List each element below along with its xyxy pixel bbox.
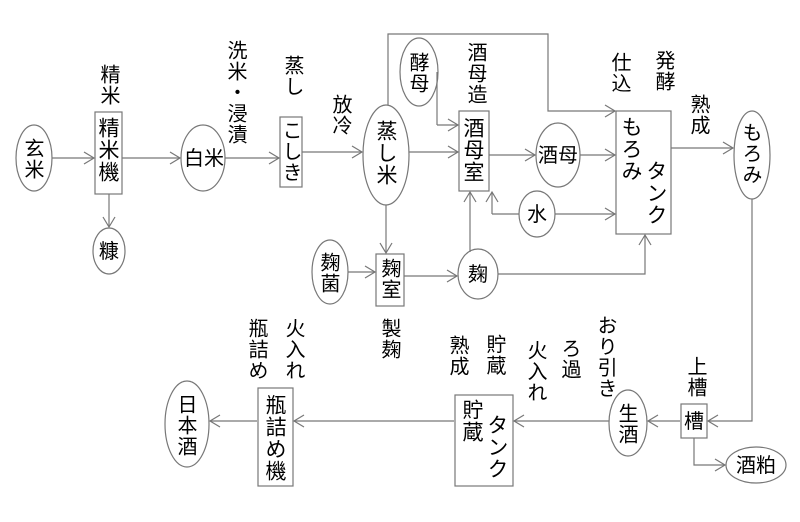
node-nihonshu: 日本酒 bbox=[174, 394, 198, 457]
node-mushimai: 蒸し米 bbox=[374, 120, 398, 186]
node-genmai: 玄米 bbox=[21, 138, 45, 180]
koubo-ellipse bbox=[399, 37, 439, 107]
node-seimaiki: 精米機 bbox=[96, 117, 120, 183]
label-roka: ろ過 bbox=[558, 338, 582, 380]
label-binzume: 瓶詰め bbox=[245, 318, 269, 381]
node-moromi: もろみ bbox=[739, 122, 763, 185]
node-sakekasu: 酒粕 bbox=[736, 453, 776, 477]
moromi-tank-box bbox=[615, 110, 672, 235]
node-shubo: 酒母 bbox=[538, 143, 578, 167]
label-seigiku: 製麹 bbox=[378, 318, 402, 360]
node-koujikin: 麹菌 bbox=[317, 252, 341, 294]
label-hiire-1: 火入れ bbox=[524, 340, 548, 403]
label-jukusei: 熟成 bbox=[687, 94, 711, 136]
node-namazake: 生酒 bbox=[615, 403, 639, 445]
koujishitsu-box bbox=[375, 253, 405, 307]
shuboshitsu-box bbox=[458, 110, 490, 192]
node-hakumai: 白米 bbox=[184, 146, 224, 170]
node-koshiki: こしき bbox=[279, 120, 303, 183]
label-oribiki: おり引き bbox=[594, 315, 618, 399]
label-shikomi: 仕込 bbox=[608, 52, 632, 94]
label-jukusei-2: 熟成 bbox=[446, 335, 470, 377]
label-chozo: 貯蔵 bbox=[483, 334, 507, 376]
node-koubo: 酵母 bbox=[406, 52, 430, 94]
node-shuboshitsu: 酒母室 bbox=[461, 117, 485, 183]
node-nuka: 糠 bbox=[99, 239, 119, 263]
label-horei: 放冷 bbox=[329, 94, 353, 136]
label-senmai-shinseki: 洗米・浸漬 bbox=[224, 40, 248, 145]
tank-moromi-text: もろみ bbox=[619, 116, 643, 182]
chozo-tank-text-b: タンク bbox=[485, 414, 509, 480]
label-seimai: 精米 bbox=[97, 64, 121, 106]
node-binzume-ki: 瓶詰め機 bbox=[263, 394, 287, 482]
node-kouji: 麹 bbox=[468, 262, 488, 286]
label-mushi: 蒸し bbox=[281, 55, 305, 97]
tank-label-text: タンク bbox=[644, 160, 668, 226]
node-koujishitsu: 麹室 bbox=[378, 258, 402, 300]
label-joso: 上槽 bbox=[684, 356, 708, 398]
node-fune: 槽 bbox=[684, 409, 704, 433]
node-mizu: 水 bbox=[527, 202, 547, 226]
nihonshu-ellipse bbox=[164, 380, 210, 468]
namazake-ellipse bbox=[608, 389, 648, 457]
chozo-tank-text-a: 貯蔵 bbox=[460, 399, 484, 443]
binzume-box bbox=[257, 387, 294, 487]
label-shubo-zukuri: 酒母造 bbox=[464, 42, 488, 105]
label-hakkou: 発酵 bbox=[652, 50, 676, 92]
chozo-tank-box bbox=[454, 394, 514, 487]
label-hiire-2: 火入れ bbox=[282, 318, 306, 381]
